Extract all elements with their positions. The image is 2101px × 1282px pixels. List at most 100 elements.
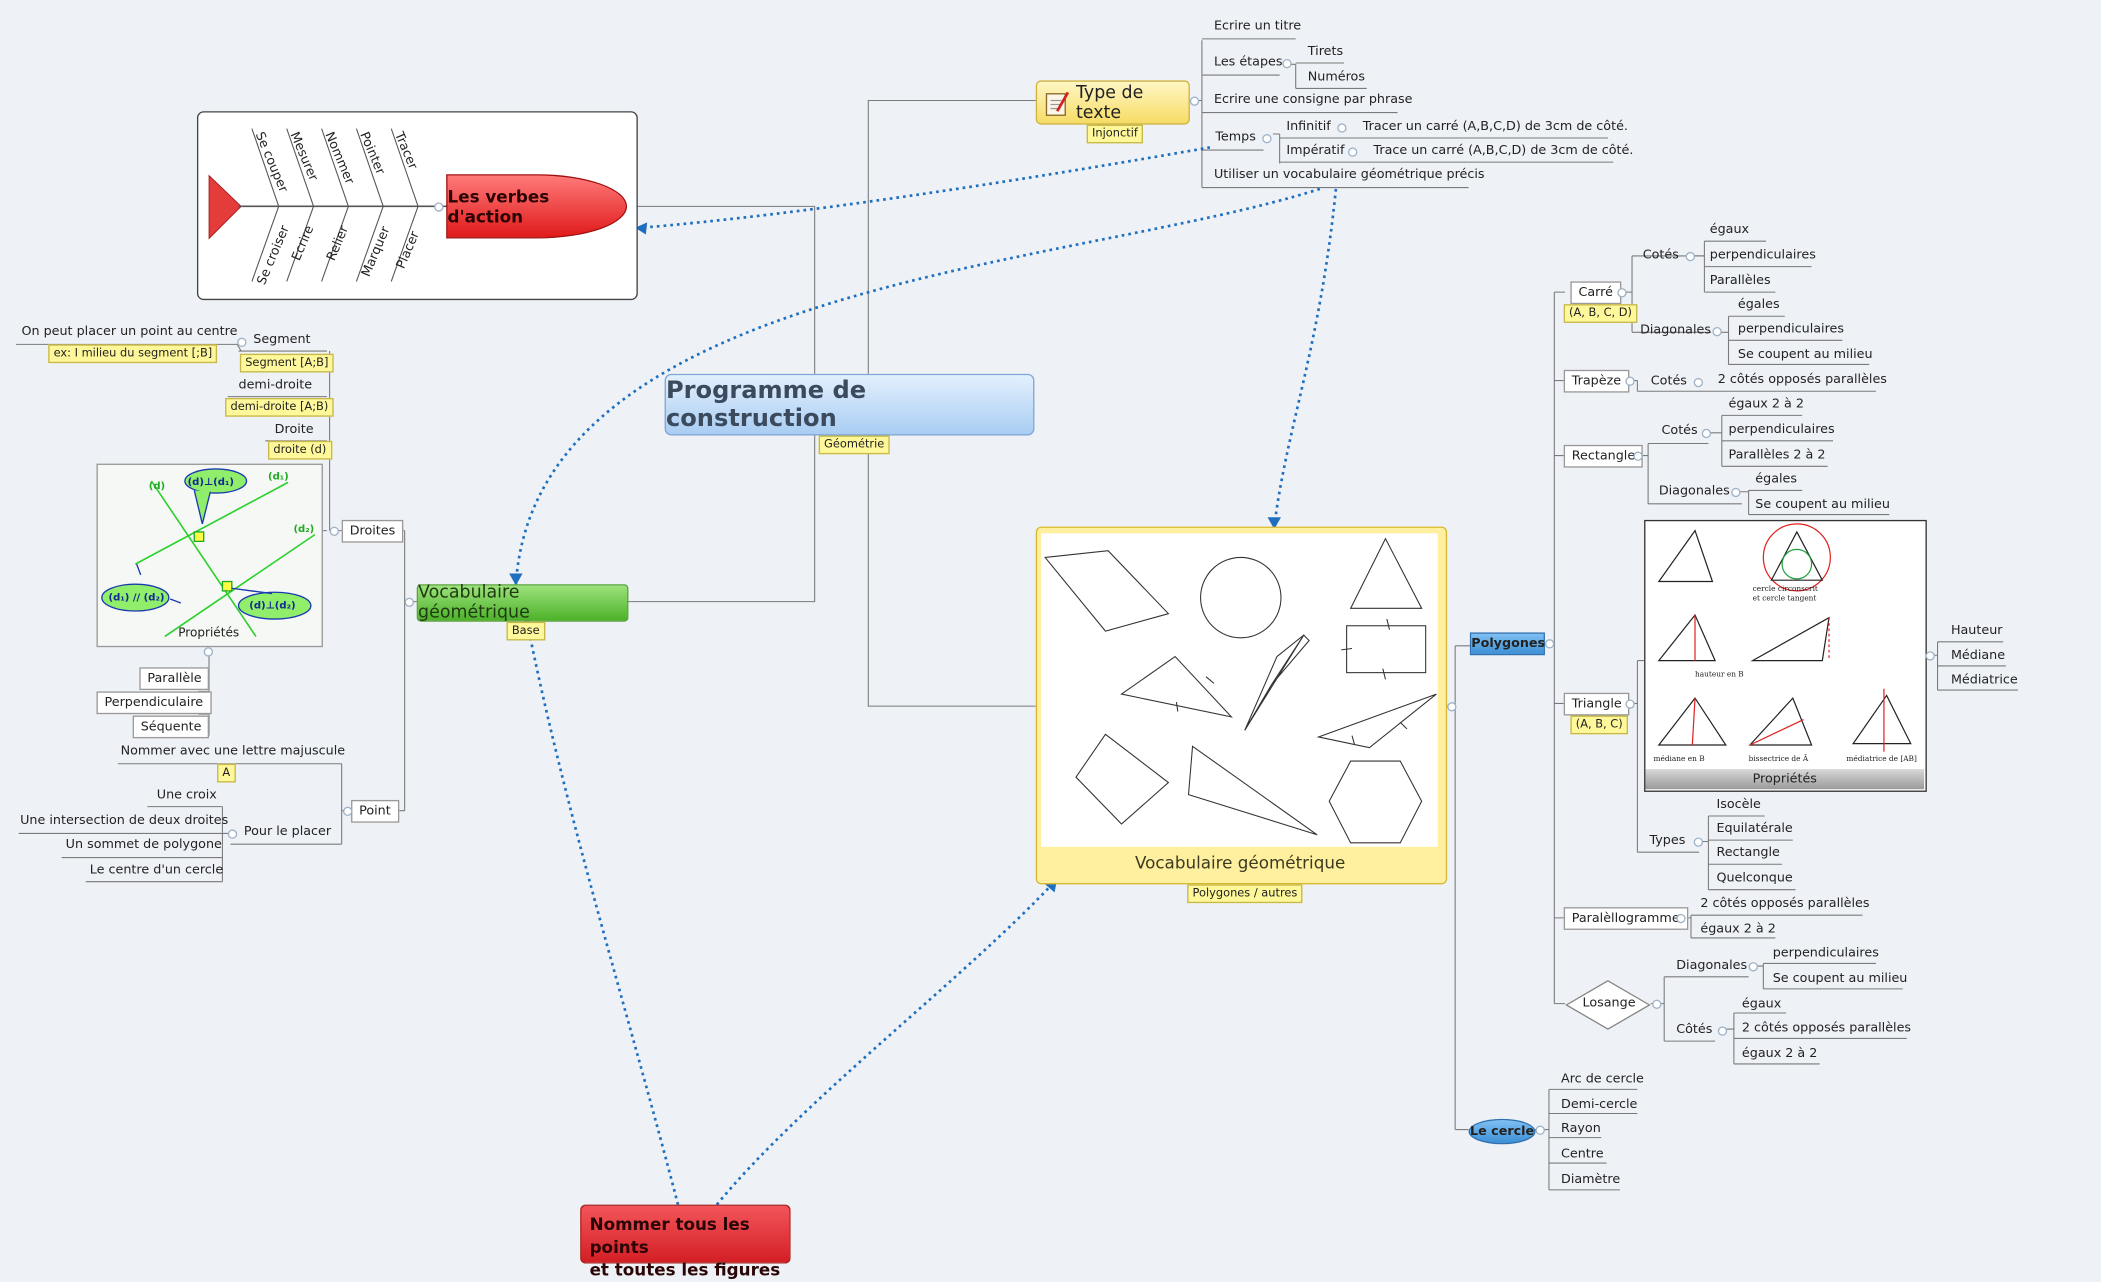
placer-croix: Une croix — [156, 787, 217, 803]
los-cote-egaux: égaux — [1741, 996, 1782, 1012]
temps: Temps — [1215, 129, 1256, 145]
trapeze-node[interactable]: Trapèze — [1563, 369, 1630, 393]
collapse-icon[interactable] — [1701, 428, 1712, 439]
notepad-icon — [1045, 89, 1070, 116]
prop-label-d: (d) — [148, 479, 166, 492]
nommer-majuscule: Nommer avec une lettre majuscule — [120, 743, 346, 759]
carre-diag-egales: égales — [1737, 297, 1780, 313]
collapse-icon[interactable] — [1337, 123, 1347, 133]
collapse-icon[interactable] — [1447, 702, 1457, 712]
collapse-icon[interactable] — [404, 597, 415, 607]
rect-diagonales: Diagonales — [1658, 483, 1730, 499]
prop-label-d2: (d₂) — [293, 522, 315, 535]
tri-text-mediane: médiane en B — [1653, 755, 1705, 764]
collapse-icon[interactable] — [1347, 147, 1358, 157]
base-tag: Base — [506, 621, 545, 641]
collapse-icon[interactable] — [1625, 376, 1635, 386]
para-cote-para: 2 côtés opposés parallèles — [1700, 896, 1870, 912]
carre-cote-perp: perpendiculaires — [1709, 247, 1816, 263]
type-equilaterale: Equilatérale — [1716, 821, 1793, 837]
point-node[interactable]: Point — [351, 799, 399, 823]
triangle-node[interactable]: Triangle — [1563, 692, 1630, 716]
tri-text-hauteur: hauteur en B — [1695, 671, 1744, 680]
type-isocele: Isocèle — [1716, 797, 1761, 812]
shapes-drawing — [1044, 537, 1437, 844]
nommer-tag: A — [217, 763, 236, 783]
cercle-arc: Arc de cercle — [1561, 1071, 1644, 1087]
trapeze-cotes: Cotés — [1650, 373, 1687, 389]
collapse-icon[interactable] — [343, 806, 353, 817]
central-topic[interactable]: Programme de construction — [664, 373, 1035, 436]
rectangle-node[interactable]: Rectangle — [1563, 444, 1644, 468]
carre-cote-egaux: égaux — [1709, 222, 1750, 238]
le-cercle-node[interactable]: Le cercle — [1468, 1118, 1536, 1145]
collapse-icon[interactable] — [1544, 639, 1555, 649]
collapse-icon[interactable] — [237, 337, 247, 348]
collapse-icon[interactable] — [1731, 487, 1741, 498]
collapse-icon[interactable] — [1189, 96, 1200, 106]
polygones-node[interactable]: Polygones — [1469, 632, 1545, 656]
cercle-demi: Demi-cercle — [1561, 1097, 1638, 1113]
losange-shape[interactable] — [1565, 979, 1651, 1030]
carre-cotes: Cotés — [1642, 247, 1679, 263]
rel-perpendiculaire[interactable]: Perpendiculaire — [96, 691, 212, 715]
ecrire-titre: Ecrire un titre — [1213, 18, 1302, 34]
imperatif-exemple: Trace un carré (A,B,C,D) de 3cm de côté. — [1373, 143, 1634, 159]
droites-node[interactable]: Droites — [341, 519, 404, 543]
carre-diag-milieu: Se coupent au milieu — [1737, 347, 1873, 362]
triangle-image-caption: Propriétés — [1645, 769, 1925, 790]
collapse-icon[interactable] — [227, 829, 238, 839]
collapse-icon[interactable] — [1748, 962, 1758, 972]
tri-text-cercle: cercle circonscrit — [1752, 585, 1818, 594]
cercle-rayon: Rayon — [1561, 1121, 1601, 1137]
infinitif-exemple: Tracer un carré (A,B,C,D) de 3cm de côté… — [1362, 119, 1628, 134]
collapse-icon[interactable] — [1262, 133, 1272, 144]
type-texte-label: Type de texte — [1075, 82, 1144, 123]
note-line-1: Nommer tous les points — [589, 1213, 750, 1257]
collapse-icon[interactable] — [1693, 377, 1704, 388]
rect-diag-egales: égales — [1755, 471, 1798, 487]
rel-sequente[interactable]: Séquente — [132, 715, 210, 739]
nommer-points-note[interactable]: Nommer tous les points et toutes les fig… — [580, 1204, 791, 1280]
collapse-icon[interactable] — [1712, 326, 1722, 337]
collapse-icon[interactable] — [203, 647, 214, 657]
carre-cote-para: Parallèles — [1709, 273, 1771, 289]
collapse-icon[interactable] — [434, 202, 444, 212]
tri-hauteur: Hauteur — [1950, 623, 2003, 638]
collapse-icon[interactable] — [1617, 288, 1627, 298]
parallelogramme-node[interactable]: Paralèllogramme — [1563, 907, 1688, 930]
collapse-icon[interactable] — [1717, 1026, 1728, 1036]
losange-label: Losange — [1582, 995, 1636, 1011]
type-texte-node[interactable]: Type de texte — [1035, 80, 1190, 125]
carre-node[interactable]: Carré — [1570, 281, 1621, 305]
vocab-geometrique-node[interactable]: Vocabulaire géométrique — [416, 583, 629, 623]
collapse-icon[interactable] — [1685, 251, 1696, 262]
carre-diagonales: Diagonales — [1640, 322, 1711, 338]
collapse-icon[interactable] — [1652, 999, 1662, 1009]
los-cote-egaux-2a2: égaux 2 à 2 — [1741, 1046, 1818, 1062]
collapse-icon[interactable] — [1282, 58, 1292, 69]
rect-cote-egaux: égaux 2 à 2 — [1728, 396, 1804, 412]
rect-cotes: Cotés — [1661, 423, 1698, 439]
pour-le-placer: Pour le placer — [243, 824, 332, 839]
injonctif-tag: Injonctif — [1086, 124, 1144, 144]
rect-cote-para: Parallèles 2 à 2 — [1728, 447, 1826, 463]
prop-label-perp-d2: (d)⊥(d₂) — [249, 598, 296, 612]
segment: Segment — [253, 332, 311, 348]
collapse-icon[interactable] — [1925, 651, 1935, 661]
verbes-action-node[interactable]: Les verbes d'action — [446, 174, 628, 239]
collapse-icon[interactable] — [1633, 451, 1643, 461]
rel-parallele[interactable]: Parallèle — [139, 667, 210, 691]
collapse-icon[interactable] — [1535, 1125, 1545, 1135]
collapse-icon[interactable] — [1676, 913, 1686, 924]
note-line-2: et toutes les figures — [589, 1259, 781, 1280]
placer-intersection: Une intersection de deux droites — [20, 813, 229, 829]
collapse-icon[interactable] — [329, 526, 340, 536]
cercle-diametre: Diamètre — [1561, 1172, 1621, 1188]
tri-text-bissectrice: bissectrice de Â — [1748, 755, 1809, 764]
prop-label-perp-d1: (d)⊥(d₁) — [187, 475, 234, 488]
segment-note: On peut placer un point au centre — [21, 324, 238, 340]
collapse-icon[interactable] — [1625, 699, 1635, 709]
los-diag-milieu: Se coupent au milieu — [1772, 971, 1908, 987]
collapse-icon[interactable] — [1693, 837, 1704, 847]
